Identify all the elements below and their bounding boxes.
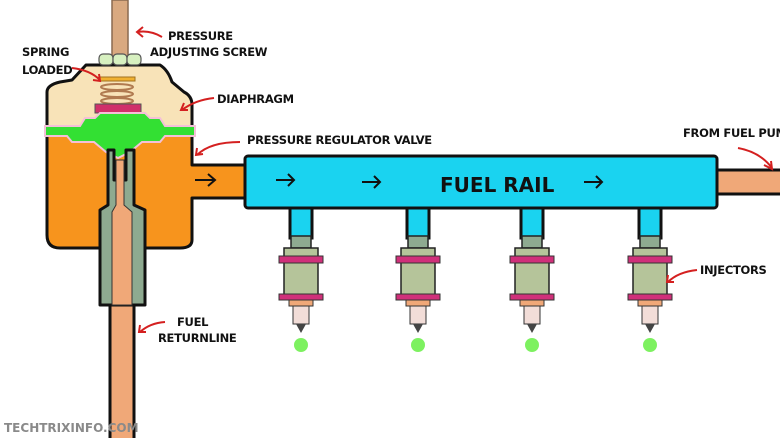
fuel-spray: [411, 338, 425, 352]
flow-arrow-icon: [584, 175, 604, 189]
flow-arrow-icon: [276, 173, 296, 187]
flow-arrows: [276, 173, 604, 189]
spring-label-2: LOADED: [22, 63, 72, 77]
diaphragm-label: DIAPHRAGM: [217, 92, 294, 106]
fuel-spray: [525, 338, 539, 352]
pressure-screw-label: PRESSURE: [168, 29, 233, 43]
label-arrows: [71, 26, 774, 333]
return-line-label: FUEL: [177, 315, 209, 329]
fuel-spray: [294, 338, 308, 352]
regulator-valve-label: PRESSURE REGULATOR VALVE: [247, 133, 432, 147]
return-line-label-2: RETURNLINE: [158, 331, 237, 345]
injector: [395, 198, 441, 352]
fuel-spray: [643, 338, 657, 352]
arrow-icon: [71, 67, 102, 83]
watermark: TECHTRIXINFO.COM: [4, 421, 139, 435]
arrow-icon: [179, 97, 215, 111]
flow-arrow-icon: [195, 173, 217, 187]
diaphragm: [44, 112, 196, 160]
arrow-icon: [665, 269, 698, 283]
spring-label: SPRING: [22, 45, 69, 59]
injector: [278, 198, 324, 352]
pressure-screw-label-2: ADJUSTING SCREW: [150, 45, 268, 59]
injector: [627, 198, 673, 352]
arrow-icon: [137, 321, 166, 333]
injectors-label: INJECTORS: [700, 263, 767, 277]
fuel-rail-label: FUEL RAIL: [440, 173, 555, 197]
arrow-icon: [737, 147, 774, 171]
fuel-rail: [243, 154, 719, 210]
adjusting-nuts: [98, 53, 142, 66]
arrow-icon: [194, 141, 241, 157]
diaphragm-plate: [94, 103, 142, 114]
from-pump-label: FROM FUEL PUMP: [683, 126, 780, 140]
fuel-pump-pipe: [710, 168, 780, 196]
flow-arrow-icon: [362, 175, 382, 189]
regulator-body: [45, 133, 247, 250]
arrow-icon: [135, 26, 163, 38]
injector: [509, 198, 555, 352]
